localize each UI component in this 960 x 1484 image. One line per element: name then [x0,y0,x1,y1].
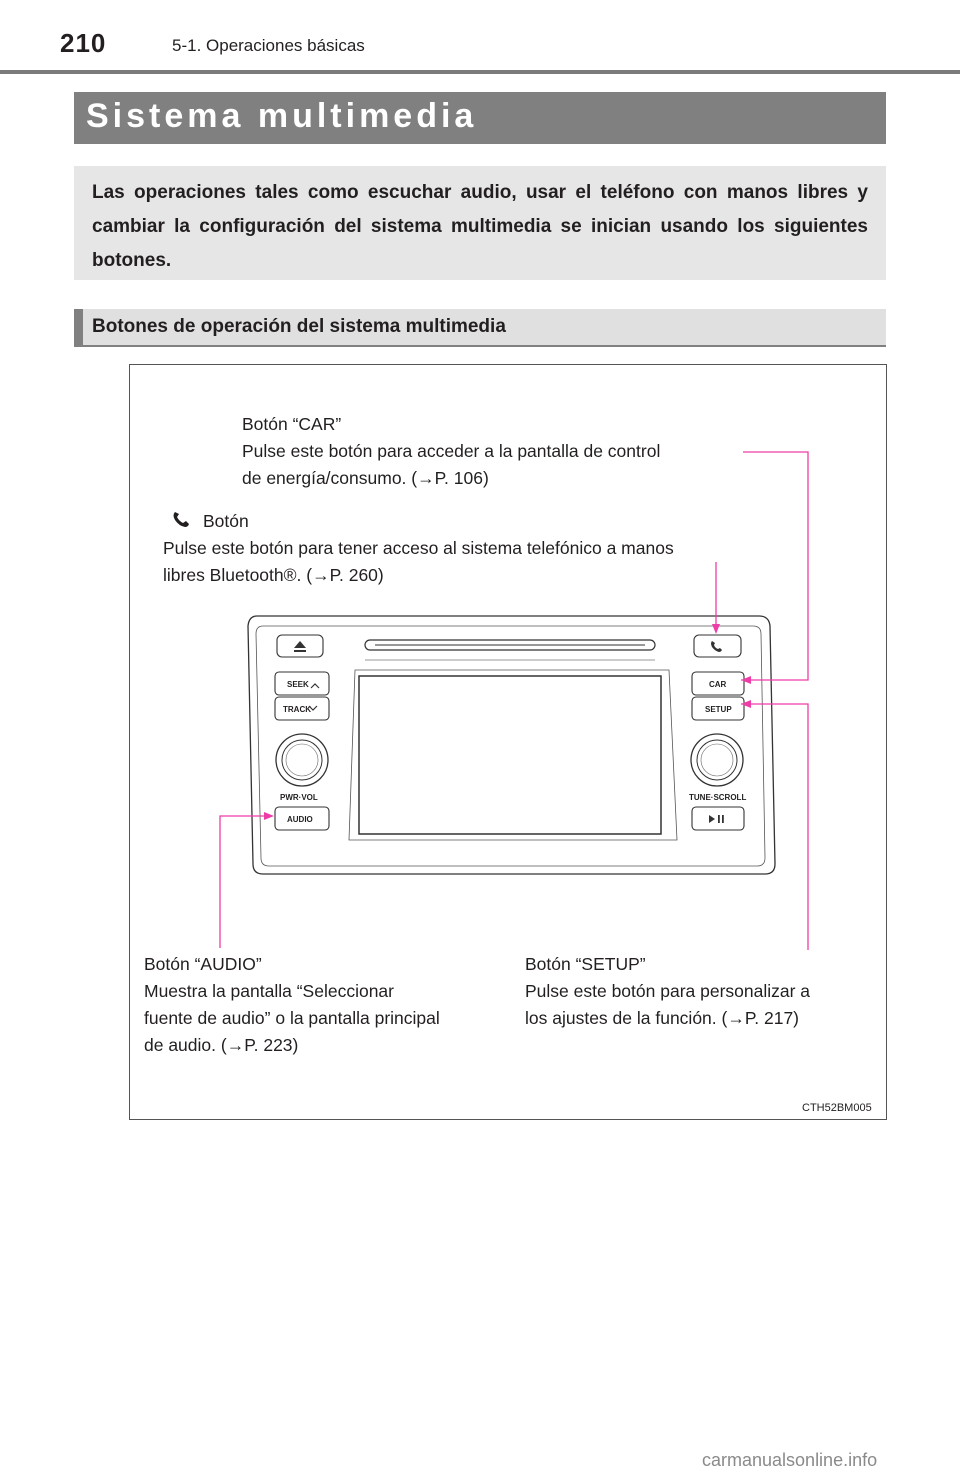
phone-icon [711,641,722,652]
car-button [691,671,745,696]
car-desc-2: de energía/consumo. (→P. 106) [242,468,489,488]
audio-desc-1: Muestra la pantalla “Seleccionar [144,981,394,1001]
phone-desc-1: Pulse este botón para tener acceso al si… [163,538,674,558]
pwr-vol-label: PWR·VOL [280,793,318,802]
audio-callout-text: Botón “AUDIO” Muestra la pantalla “Selec… [144,951,514,1059]
intro-text: Las operaciones tales como escuchar audi… [92,182,868,271]
audio-label: AUDIO [287,815,313,824]
audio-title: Botón “AUDIO” [144,954,262,974]
setup-title: Botón “SETUP” [525,954,646,974]
figure-frame [129,364,887,1120]
track-label: TRACK [283,705,311,714]
audio-button [274,806,330,831]
subsection-title: Botones de operación del sistema multime… [92,316,506,337]
subsection-bar [74,309,886,347]
setup-desc-2: los ajustes de la función. (→P. 217) [525,1008,800,1028]
section-label: 5-1. Operaciones básicas [172,36,365,55]
track-button [274,696,330,721]
setup-label: SETUP [705,705,732,714]
eject-icon [294,641,306,648]
tune-scroll-label: TUNE·SCROLL [689,793,746,802]
header-rule [0,70,960,74]
phone-title: Botón [203,511,249,531]
car-label: CAR [709,680,727,689]
page-number: 210 [60,28,107,58]
audio-desc-3: de audio. (→P. 223) [144,1035,299,1055]
phone-callout-text: Botón Pulse este botón para tener acceso… [163,508,803,589]
subsection-accent [74,309,83,347]
callout-lines [219,451,809,950]
seek-button [274,671,330,696]
play-pause-icon [709,815,715,823]
seek-label: SEEK [287,680,309,689]
display-screen [358,675,662,835]
page-title: Sistema multimedia [86,97,478,135]
phone-glyph-icon [173,512,189,527]
watermark[interactable]: carmanualsonline.info [702,1450,878,1470]
car-desc-1: Pulse este botón para acceder a la panta… [242,441,661,461]
intro-box [74,166,886,280]
title-bar [74,92,886,144]
car-title: Botón “CAR” [242,414,342,434]
audio-desc-2: fuente de audio” o la pantalla principal [144,1008,440,1028]
chevron-down-icon [308,705,318,711]
chevron-up-icon [310,683,320,689]
setup-callout-text: Botón “SETUP” Pulse este botón para pers… [525,951,875,1032]
setup-desc-1: Pulse este botón para personalizar a [525,981,811,1001]
head-unit-diagram: SEEK TRACK PWR·VOL AUDIO CAR SETUP TUNE·… [173,451,809,950]
figure-code: CTH52BM005 [802,1102,872,1114]
setup-button [691,696,745,721]
callout-arrowheads [264,624,751,820]
car-callout-text: Botón “CAR” Pulse este botón para accede… [242,411,762,492]
phone-desc-2: libres Bluetooth®. (→P. 260) [163,565,384,585]
phone-button [693,634,742,658]
